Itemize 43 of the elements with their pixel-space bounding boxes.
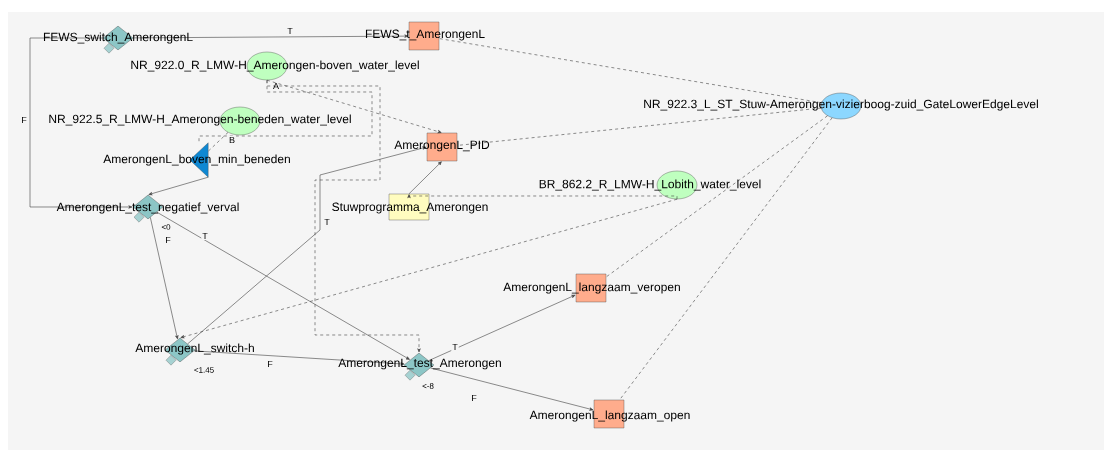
node-label: AmerongenL_langzaam_veropen bbox=[503, 282, 680, 294]
threshold-label: <1.45 bbox=[194, 367, 214, 373]
threshold-label: <0 bbox=[161, 224, 171, 230]
arrow bbox=[193, 350, 405, 366]
arrow bbox=[180, 198, 678, 339]
node-label: FEWS_switch_AmerongenL bbox=[43, 32, 193, 44]
edge-label: T bbox=[323, 217, 331, 227]
node-label: AmerongenL_test_Amerongen bbox=[338, 358, 501, 370]
arrow bbox=[150, 217, 179, 340]
arrow bbox=[132, 34, 409, 39]
node-label: NR_922.0_R_LMW-H_Amerongen-boven_water_level bbox=[131, 60, 419, 72]
node-label: AmerongenL_langzaam_open bbox=[529, 410, 690, 422]
connector-line bbox=[207, 132, 229, 152]
arrow bbox=[407, 194, 678, 200]
arrow bbox=[428, 294, 576, 361]
arrow bbox=[148, 176, 209, 196]
node-label: NR_922.3_L_ST_Stuw-Amerongen-vizierboog-zuid_GateLowerEdgeLevel bbox=[644, 99, 1038, 111]
edge-label: B bbox=[228, 135, 236, 145]
arrow bbox=[430, 367, 594, 411]
edge-label: F bbox=[164, 235, 172, 245]
threshold-label: <-8 bbox=[422, 383, 434, 389]
edge-label: A bbox=[272, 81, 280, 91]
edge-label: F bbox=[470, 393, 478, 403]
arrow bbox=[408, 161, 442, 195]
edge-label: T bbox=[451, 342, 459, 352]
edge-label: F bbox=[20, 115, 28, 125]
node-label: FEWS_t_AmerongenL bbox=[365, 29, 485, 41]
arrow bbox=[266, 79, 421, 353]
node-label: AmerongenL_switch-h bbox=[135, 343, 254, 355]
node-label: Stuwprogramma_Amerongen bbox=[332, 202, 488, 214]
edge-label: F bbox=[266, 359, 274, 369]
edge-label: T bbox=[201, 231, 209, 241]
connector-line bbox=[605, 115, 828, 278]
node-label: BR_862.2_R_LMW-H_Lobith_water_level bbox=[539, 179, 761, 191]
connector-line bbox=[619, 117, 833, 401]
node-label: NR_922.5_R_LMW-H_Amerongen-beneden_water_level bbox=[49, 114, 351, 126]
arrow bbox=[266, 79, 442, 134]
connector-line bbox=[438, 38, 822, 103]
arrow bbox=[156, 211, 410, 360]
node-label: AmerongenL_PID bbox=[394, 140, 490, 152]
arrow bbox=[187, 146, 427, 345]
node-label: AmerongenL_test_negatief_verval bbox=[56, 202, 239, 214]
edge-label: T bbox=[286, 26, 294, 36]
